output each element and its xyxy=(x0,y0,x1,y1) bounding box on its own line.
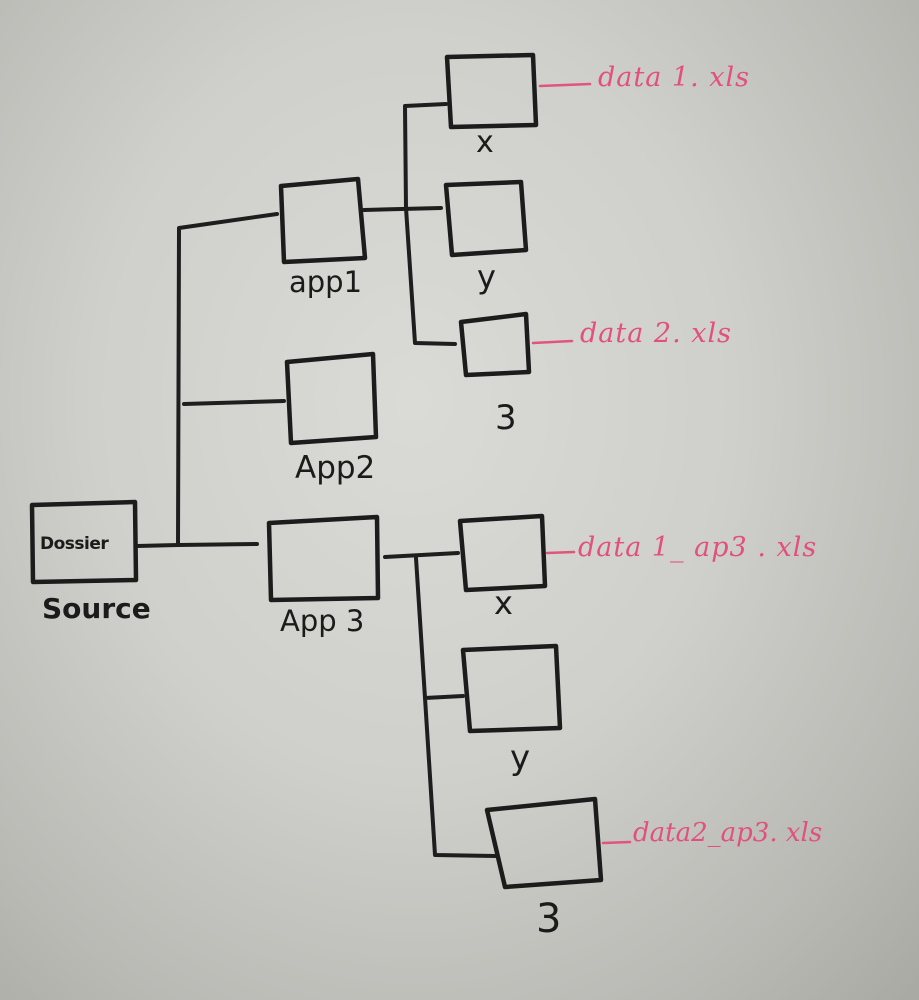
folder-box-app1 xyxy=(278,176,368,265)
connector-app1-vertical xyxy=(403,102,457,346)
connector-app1-children xyxy=(362,206,443,212)
file-label-app1-x: data 1. xls xyxy=(598,62,750,93)
app1-x-label: x xyxy=(476,125,494,160)
connector-trunk-app2 xyxy=(182,399,286,406)
app3-label: App 3 xyxy=(280,604,365,638)
connector-app3-vertical xyxy=(414,556,497,858)
file-label-app3-x: data 1_ ap3 . xls xyxy=(578,532,818,563)
folder-box-app2 xyxy=(284,351,379,446)
file-connector-app3-x xyxy=(545,550,576,555)
folder-box-app1-3 xyxy=(458,311,532,378)
app1-label: app1 xyxy=(289,265,363,299)
connector-trunk-vertical xyxy=(176,212,279,547)
connector-app3-children xyxy=(383,551,460,559)
folder-box-source xyxy=(29,499,139,585)
folder-box-app3-3 xyxy=(484,796,604,890)
app1-y-label: y xyxy=(477,258,496,296)
file-connector-app1-x xyxy=(538,82,592,88)
source-label: Source xyxy=(42,592,151,625)
file-connector-app3-3 xyxy=(601,840,632,845)
app2-label: App2 xyxy=(295,450,376,486)
folder-box-app3-y xyxy=(460,643,563,734)
folder-box-app3-x xyxy=(457,513,548,593)
file-label-app1-3: data 2. xls xyxy=(580,318,732,349)
file-connectors xyxy=(531,82,632,845)
folder-boxes xyxy=(29,52,604,890)
app3-3-label: 3 xyxy=(536,896,562,942)
app3-y-label: y xyxy=(510,738,531,778)
folder-box-app1-x xyxy=(444,52,539,130)
connector-source-trunk xyxy=(135,542,259,548)
tree-connectors xyxy=(135,102,497,858)
source-box-text: Dossier xyxy=(40,534,109,554)
file-connector-app1-3 xyxy=(531,339,574,345)
folder-box-app3 xyxy=(266,514,381,603)
folder-box-app1-y xyxy=(443,179,529,258)
app3-x-label: x xyxy=(494,584,513,622)
app1-3-label: 3 xyxy=(495,398,517,438)
file-label-app3-3: data2_ap3. xls xyxy=(633,818,823,848)
